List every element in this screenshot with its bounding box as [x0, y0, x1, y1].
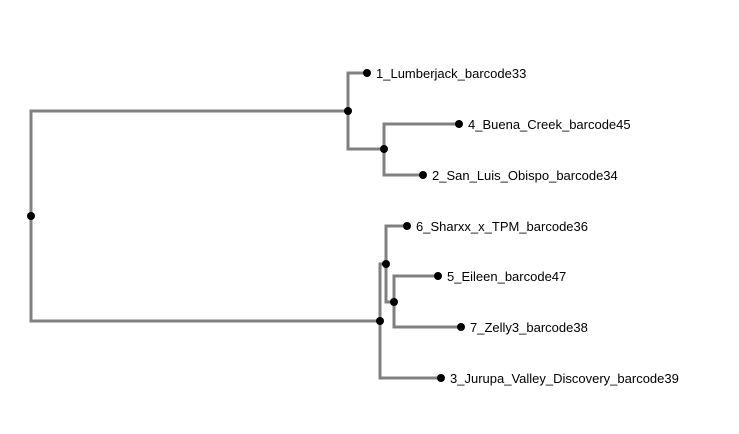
branch-leaf-1 — [346, 71, 367, 111]
leaf-node-6[interactable] — [403, 222, 411, 230]
internal-nodes — [27, 107, 398, 325]
branch-leaf-5 — [392, 274, 438, 302]
leaf-node-2[interactable] — [419, 171, 427, 179]
leaf-label-4: 4_Buena_Creek_barcode45 — [468, 117, 631, 132]
leaf-labels: 1_Lumberjack_barcode33 4_Buena_Creek_bar… — [376, 66, 679, 386]
leaf-label-2: 2_San_Luis_Obispo_barcode34 — [432, 168, 618, 183]
leaf-label-5: 5_Eileen_barcode47 — [447, 269, 566, 284]
leaf-label-6: 6_Sharxx_x_TPM_barcode36 — [416, 219, 588, 234]
branch-leaf-2 — [382, 149, 423, 177]
leaf-label-3: 3_Jurupa_Valley_Discovery_barcode39 — [450, 371, 679, 386]
branch-root-bottom — [29, 216, 380, 323]
branch-leaf-4 — [382, 122, 459, 149]
leaf-node-5[interactable] — [434, 272, 442, 280]
leaf-node-3[interactable] — [437, 374, 445, 382]
branch-leaf-3 — [378, 321, 441, 380]
internal-node-e[interactable] — [390, 298, 398, 306]
root-node[interactable] — [27, 212, 35, 220]
internal-node-a[interactable] — [344, 107, 352, 115]
leaf-label-1: 1_Lumberjack_barcode33 — [376, 66, 526, 81]
tree-branches — [29, 71, 461, 380]
leaf-node-1[interactable] — [363, 69, 371, 77]
internal-node-c[interactable] — [376, 317, 384, 325]
branch-root-top — [29, 109, 348, 216]
internal-node-d[interactable] — [382, 260, 390, 268]
branch-leaf-7 — [392, 302, 461, 329]
leaf-node-4[interactable] — [455, 120, 463, 128]
branch-leaf-6 — [384, 224, 407, 264]
leaf-node-7[interactable] — [457, 323, 465, 331]
branch-node-b — [346, 111, 384, 151]
internal-node-b[interactable] — [380, 145, 388, 153]
leaf-nodes — [363, 69, 465, 382]
leaf-label-7: 7_Zelly3_barcode38 — [470, 320, 588, 335]
